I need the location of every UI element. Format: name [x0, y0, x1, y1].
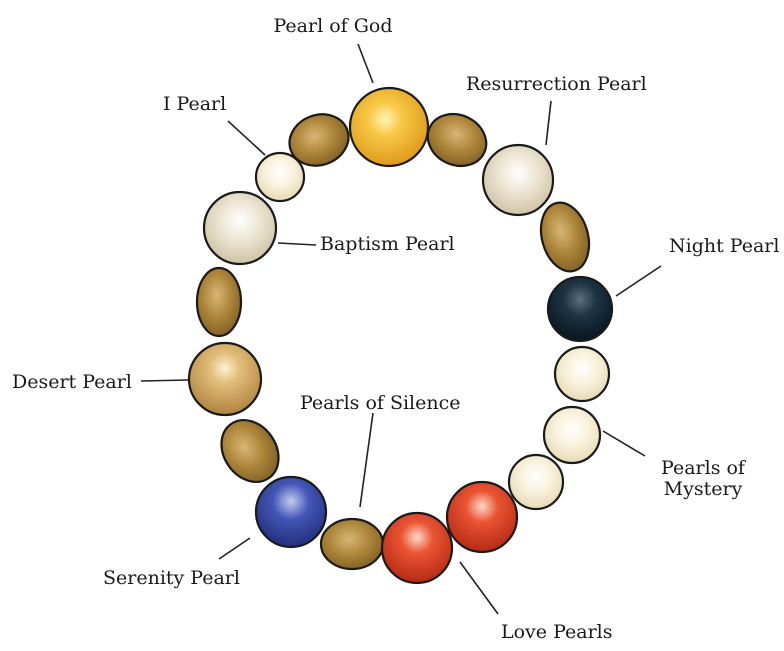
line-love-pearls	[460, 562, 498, 614]
bead-resurrection-pearl	[483, 145, 553, 215]
label-i-pearl: I Pearl	[163, 94, 226, 115]
bead-serenity-pearl	[256, 477, 326, 547]
bead-pearl-of-mystery-1	[555, 347, 609, 401]
bead-pearl-of-silence	[321, 519, 383, 569]
bead-pearl-of-god	[350, 88, 428, 166]
bead-pearl-of-mystery-3	[509, 455, 563, 509]
bead-bronze-top-right	[419, 105, 495, 176]
line-serenity-pearl	[219, 538, 250, 559]
label-resurrection-pearl: Resurrection Pearl	[466, 74, 647, 95]
label-love-pearls: Love Pearls	[501, 622, 613, 643]
line-i-pearl	[228, 121, 265, 155]
label-serenity-pearl: Serenity Pearl	[103, 568, 240, 589]
label-pearls-of-silence: Pearls of Silence	[300, 393, 461, 414]
bead-i-pearl	[256, 153, 304, 201]
bead-love-pearl-2	[447, 482, 517, 552]
label-pearls-of-mystery-line1: Pearls of	[648, 458, 758, 479]
bead-night-pearl	[548, 277, 612, 341]
bead-desert-pearl	[189, 343, 261, 415]
bead-pearl-of-mystery-2	[544, 407, 600, 463]
line-pearl-of-god	[358, 44, 373, 83]
line-pearls-of-silence	[360, 413, 373, 507]
line-resurrection-pearl	[546, 101, 551, 145]
label-night-pearl: Night Pearl	[669, 236, 779, 257]
line-baptism-pearl	[278, 243, 316, 245]
line-desert-pearl	[141, 380, 188, 381]
line-pearls-of-mystery	[603, 431, 645, 456]
bead-ring	[189, 88, 612, 583]
bead-baptism-pearl	[204, 192, 276, 264]
label-pearls-of-mystery: Pearls of Mystery	[648, 458, 758, 500]
label-baptism-pearl: Baptism Pearl	[320, 234, 455, 255]
label-pearls-of-mystery-line2: Mystery	[648, 479, 758, 500]
line-night-pearl	[616, 266, 661, 296]
bead-love-pearl-1	[382, 513, 452, 583]
bead-bronze-left-upper	[197, 268, 241, 336]
label-pearl-of-god: Pearl of God	[268, 16, 398, 37]
bead-bronze-right-upper	[534, 197, 597, 277]
label-desert-pearl: Desert Pearl	[12, 372, 132, 393]
